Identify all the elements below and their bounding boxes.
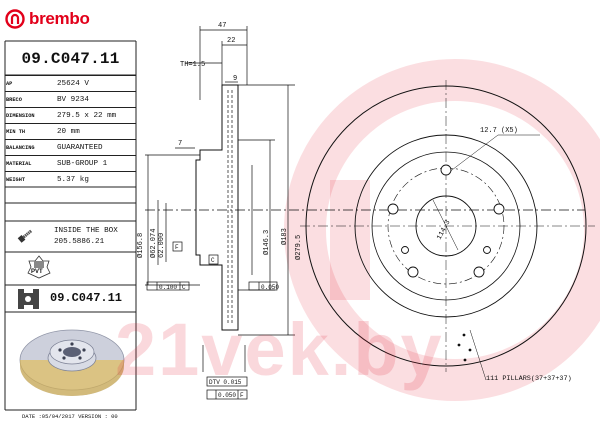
spec-value: 279.5 x 22 mm: [49, 107, 136, 124]
runout-ref-c: C: [182, 284, 186, 291]
dim-62-000: 62.000: [158, 233, 166, 258]
pvt-badge-icon: [27, 255, 51, 279]
datum-f: F: [175, 244, 179, 251]
spec-label: BALANCING: [5, 139, 49, 156]
spec-value: 20 mm: [49, 123, 136, 140]
spec-label: WEIGHT: [5, 171, 49, 188]
disc-icon: [18, 289, 39, 309]
dim-th: TH=1.5: [180, 61, 205, 69]
spec-label: MATERIAL: [5, 155, 49, 172]
dim-62-074: Ø62.074: [149, 229, 158, 258]
brand-logo: brembo: [5, 6, 136, 32]
dim-47: 47: [218, 22, 226, 30]
inside-box-value: 205.5886.21: [54, 238, 105, 246]
dim-7: 7: [178, 140, 182, 148]
dim-279-5: Ø279.5: [294, 235, 303, 260]
bolt-hole-dim: 12.7 (X5): [480, 127, 518, 135]
spec-label: MIN TH: [5, 123, 49, 140]
dim-9: 9: [233, 75, 237, 83]
flatness-value: 0.050: [218, 392, 236, 399]
pvt-label: PVT: [31, 269, 43, 275]
runout-100: 0.100: [159, 284, 177, 291]
runout-050: 0.050: [261, 284, 279, 291]
dim-22: 22: [227, 37, 235, 45]
spec-value: 5.37 kg: [49, 171, 136, 188]
spec-value: 25624 V: [49, 75, 136, 92]
footer-date-version: DATE :05/04/2017 VERSION : 00: [22, 413, 118, 420]
flatness-ref: F: [240, 392, 244, 399]
inside-box-row: INSIDE THE BOX 205.5886.21: [5, 221, 136, 251]
inside-box-label: INSIDE THE BOX: [54, 227, 118, 235]
part-number-bottom: 09.C047.11: [50, 291, 123, 305]
dtv-value: DTV 0.015: [209, 379, 242, 386]
spec-value: SUB-GROUP 1: [49, 155, 136, 172]
bolt-icon: [17, 229, 33, 243]
pillars-label: 111 PILLARS(37+37+37): [486, 375, 572, 383]
dim-156-8: Ø156.8: [136, 233, 145, 258]
part-number: 09.C047.11: [21, 50, 120, 68]
brembo-logo-icon: [5, 9, 25, 29]
spec-label: AP: [5, 75, 49, 92]
dim-183: Ø183: [280, 228, 289, 245]
spec-value: GUARANTEED: [49, 139, 136, 156]
dim-146-3: Ø146.3: [262, 230, 271, 255]
pcd-dim: 114.3: [436, 219, 453, 241]
brake-disc-3d-icon: [19, 329, 125, 396]
brand-name: brembo: [29, 9, 90, 28]
spec-value: BV 9234: [49, 91, 136, 108]
datum-c: C: [211, 257, 215, 264]
spec-label: DIMENSION: [5, 107, 49, 124]
spec-label: BRECO: [5, 91, 49, 108]
